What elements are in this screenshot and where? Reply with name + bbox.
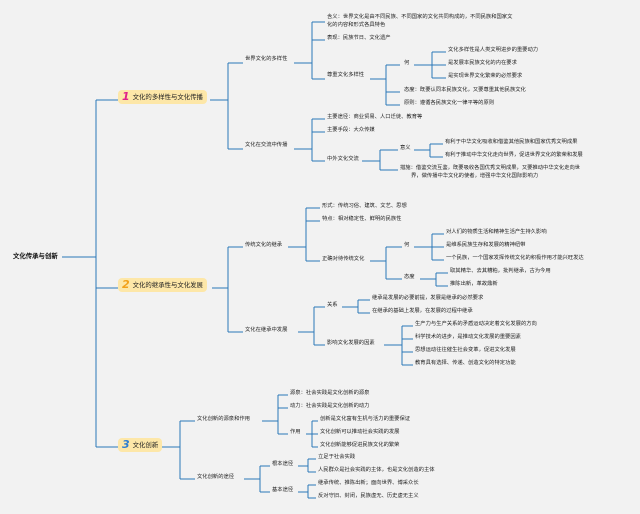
node-relation: 关系 [327,302,338,308]
node-source: 源泉：社会实践是文化创新的源泉 [290,390,370,396]
connector-main-2 [212,246,243,333]
main-node-3-label: 文化创新 [132,441,159,449]
connector-function [306,420,318,448]
node-attitude-2: 态度 [404,274,415,280]
connector-basic [298,484,316,499]
branch-number-1: 1 [122,90,130,103]
node-relation-a: 继承是发展的必要前提，发展是继承的必然要求 [372,295,484,301]
node-spread-way: 主要途径：商业贸易、人口迁徙、教育等 [327,114,423,120]
connector-spread [294,118,325,162]
root-node: 文化传承与创新 [13,252,58,260]
node-why-2-c: 一个民族，一个国家发挥传统文化的积极作用才能兴旺发达 [446,255,584,261]
connector-sino [362,149,398,171]
connector-main-1 [210,62,243,150]
node-treat-tradition: 正确对待传统文化 [322,256,365,262]
node-factor-2: 科学技术的进步，是推动文化发展的重要因素 [415,334,521,340]
node-motive: 动力：社会实践是文化创新的动力 [290,403,370,409]
node-traditional-heritage: 传统文化的继承 [245,242,283,248]
node-develop-in-heritage: 文化在继承中发展 [245,327,288,333]
node-factor-3: 思想运动往往催生社会变革，促进文化发展 [415,347,516,353]
node-innovation-path: 文化创新的途径 [197,474,235,480]
node-fundamental-b: 人民群众是社会实践的主体，也是文化创造的主体 [318,467,435,473]
node-factor-4: 教育具有选择、传递、创造文化的特定功能 [415,360,516,366]
connector-att-2 [420,272,448,287]
node-why-2-a: 对人们的物质生活和精神生活产生持久影响 [446,229,547,235]
connector-fundamental [298,458,316,473]
node-development-factors: 影响文化发展的因素 [327,340,375,346]
connector-mean [414,143,443,158]
connector-factors [384,325,413,366]
node-significance-a: 有利于中华文化吸收和借鉴其他民族和国家优秀文明成果 [445,139,578,145]
connector-why-2 [414,233,444,261]
node-why-2: 何 [404,242,410,248]
node-diversity-manifest: 表现：民族节日、文化遗产 [327,35,391,41]
connector-path [244,465,270,493]
node-attitude-2-b: 推陈出新，革故鼎新 [450,281,498,287]
node-diversity-meaning: 含义：世界文化是由不同民族、不同国家的文化共同构成的，不同民族和国家文 [327,14,513,20]
node-measures-cont: 界，做传播中华文化的使者，增强中华文化国际影响力 [411,173,539,179]
connector-heritage [288,207,320,262]
connector-develop [298,306,325,346]
connector-diversity [294,21,325,80]
node-principle-1: 原则：遵循各民族文化一律平等的原则 [404,100,495,106]
node-basic-path: 基本途径 [272,487,294,493]
node-why-1: 何 [404,60,410,66]
node-attitude-2-a: 取其精华、去其糟粕，批判继承，古为今用 [450,268,551,274]
node-why-1-b: 是发展本民族文化的内在要求 [448,60,517,66]
node-fundamental-path: 根本途径 [272,461,294,467]
node-factor-1: 生产力与生产关系的矛盾运动决定着文化发展的方向 [415,321,537,327]
connector-respect [370,64,400,106]
node-cultural-diversity: 世界文化的多样性 [245,56,288,62]
main-node-1-label: 文化的多样性与文化传播 [132,93,203,101]
node-sino-foreign: 中外文化交流 [327,156,359,162]
connector-why-1 [414,51,446,79]
node-function-b: 文化创新可以推动社会实践的发展 [320,429,400,435]
node-respect-diversity: 尊重文化多样性 [327,72,365,78]
branch-number-3: 3 [122,438,130,451]
connector-treat [370,246,402,280]
node-tradition-feature: 特点：相对稳定性、鲜明的民族性 [322,216,402,222]
node-fundamental-a: 立足于社会实践 [318,454,356,460]
node-measures: 措施：借鉴交流互鉴，既要吸收各国优秀文明成果，又要推动中华文化走向世 [400,165,581,171]
node-basic-b: 反对守旧、封闭，民族虚无、历史虚无主义 [318,493,419,499]
node-why-1-a: 文化多样性是人类文明进步的重要动力 [448,47,539,53]
connector-root [62,99,118,448]
node-innovation-source: 文化创新的源泉和作用 [197,416,250,422]
node-function-a: 创新是文化富有生机与活力的重要保证 [320,416,411,422]
node-function-c: 文化创新能够促进民族文化的繁荣 [320,442,400,448]
main-node-2-label: 文化的继承性与文化发展 [132,281,203,289]
node-spread-means: 主要手段：大众传媒 [327,127,375,133]
node-significance-b: 有利于推动中华文化走向世界，促进世界文化的繁荣和发展 [445,152,583,158]
node-why-2-b: 是维系民族生存和发展的精神纽带 [446,242,526,248]
node-diversity-meaning-cont: 化的内容和形式各具特色 [327,22,386,28]
connector-rel [342,299,370,314]
node-function: 作用 [290,429,301,435]
node-attitude-1: 态度：既要认同本民族文化，又要尊重其他民族文化 [404,87,526,93]
connector-main-3 [162,420,195,480]
node-tradition-form: 形式：传统习俗、建筑、文艺、思想 [322,203,407,209]
node-culture-spread: 文化在交流中传播 [245,142,288,148]
node-significance: 意义 [400,145,411,151]
node-why-1-c: 是实现世界文化繁荣的必然要求 [448,73,523,79]
node-relation-b: 在继承的基础上发展，在发展的过程中继承 [372,308,473,314]
node-basic-a: 继承传统、推陈出新；面向世界、博采众长 [318,480,419,486]
branch-number-2: 2 [122,278,130,291]
connector-source [262,394,288,435]
